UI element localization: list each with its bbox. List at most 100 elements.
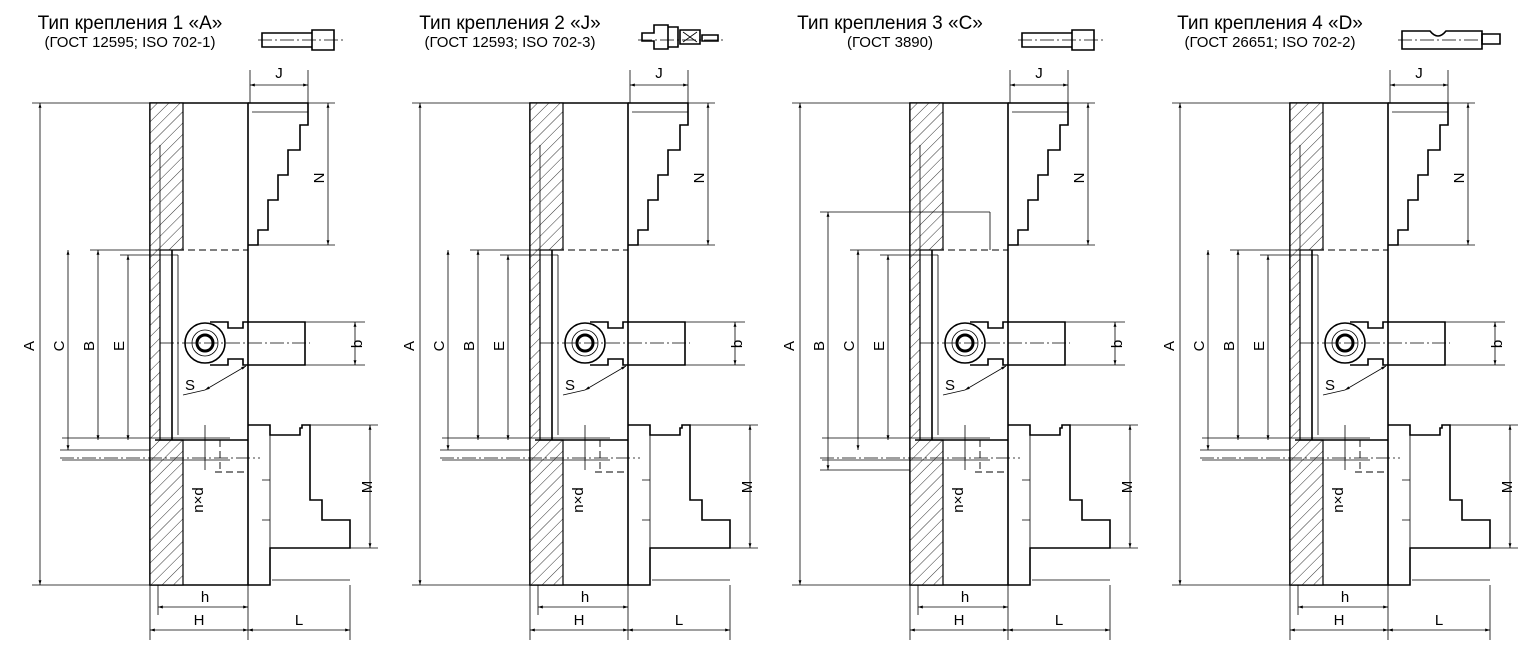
top-jaw	[628, 102, 689, 246]
label-H: H	[574, 612, 585, 629]
panel-standard: (ГОСТ 3890)	[847, 34, 933, 51]
line	[182, 389, 206, 396]
camlock-stud-icon	[1398, 30, 1501, 50]
bolt-icon	[258, 29, 345, 51]
dimension-S	[1344, 365, 1387, 391]
mounting-screw-hidden	[975, 439, 1008, 473]
line	[562, 389, 586, 396]
dimension-S	[204, 365, 247, 391]
label-b: b	[1109, 340, 1126, 348]
bolt-outline	[261, 29, 335, 51]
label-nxd: n×d	[1330, 487, 1347, 512]
bolt-icon	[1018, 29, 1105, 51]
label-B: B	[461, 341, 478, 351]
stud-outline	[641, 24, 719, 50]
label-H: H	[954, 612, 965, 629]
label-H: H	[1334, 612, 1345, 629]
label-B: C	[841, 340, 858, 351]
label-S: S	[565, 377, 575, 394]
chuck-panel-1: Тип крепления 1 «A»(ГОСТ 12595; ISO 702-…	[21, 13, 378, 640]
label-h: h	[1341, 589, 1349, 606]
label-b: b	[349, 340, 366, 348]
bottom-jaw	[1388, 424, 1491, 586]
label-S: S	[1325, 377, 1335, 394]
label-nxd: n×d	[950, 487, 967, 512]
panel-title: Тип крепления 3 «C»	[797, 13, 983, 34]
label-L: L	[295, 612, 303, 629]
label-C: B	[811, 341, 828, 351]
line	[942, 389, 966, 396]
jaw-steps	[1022, 435, 1031, 548]
label-nxd: n×d	[570, 487, 587, 512]
label-N: N	[311, 173, 328, 184]
label-M: M	[1119, 481, 1136, 494]
bottom-jaw	[1008, 424, 1111, 586]
label-b: b	[1489, 340, 1506, 348]
label-A: A	[781, 341, 798, 351]
label-M: M	[739, 481, 756, 494]
label-A: A	[401, 341, 418, 351]
mounting-screw-hidden	[1355, 439, 1388, 473]
label-E: E	[111, 341, 128, 351]
chuck-panel-3: Тип крепления 3 «C»(ГОСТ 3890) An×d J NbS M B…	[781, 13, 1138, 640]
dimension-S	[964, 365, 1007, 391]
panel-standard: (ГОСТ 12593; ISO 702-3)	[424, 34, 595, 51]
label-C: C	[51, 340, 68, 351]
label-E: E	[1251, 341, 1268, 351]
label-C: C	[1191, 340, 1208, 351]
label-L: L	[675, 612, 683, 629]
label-J: J	[1035, 65, 1043, 82]
label-E: E	[491, 341, 508, 351]
label-L: L	[1055, 612, 1063, 629]
label-A: A	[21, 341, 38, 351]
jaw-steps	[642, 435, 651, 548]
panel-title: Тип крепления 1 «A»	[38, 13, 223, 34]
top-jaw	[1008, 102, 1069, 246]
label-B: B	[1221, 341, 1238, 351]
guide-slot	[210, 321, 306, 366]
label-E: E	[871, 341, 888, 351]
dimension-S	[584, 365, 627, 391]
jaw-steps	[1402, 435, 1411, 548]
label-h: h	[581, 589, 589, 606]
jaw-steps	[262, 435, 271, 548]
top-jaw	[248, 102, 309, 246]
label-b: b	[729, 340, 746, 348]
label-h: h	[201, 589, 209, 606]
label-J: J	[1415, 65, 1423, 82]
panel-title: Тип крепления 2 «J»	[419, 13, 601, 34]
guide-slot	[1350, 321, 1446, 366]
label-nxd: n×d	[190, 487, 207, 512]
label-S: S	[185, 377, 195, 394]
guide-slot	[970, 321, 1066, 366]
label-B: B	[81, 341, 98, 351]
label-A: A	[1161, 341, 1178, 351]
mounting-screw-hidden	[215, 439, 248, 473]
label-N: N	[1071, 173, 1088, 184]
label-h: h	[961, 589, 969, 606]
mounting-screw-hidden	[595, 439, 628, 473]
label-M: M	[359, 481, 376, 494]
chuck-panel-2: Тип крепления 2 «J»(ГОСТ 12593; ISO 702-…	[401, 13, 758, 640]
label-N: N	[691, 173, 708, 184]
stud-pin	[1481, 33, 1501, 45]
label-C: C	[431, 340, 448, 351]
label-H: H	[194, 612, 205, 629]
panel-title: Тип крепления 4 «D»	[1177, 13, 1363, 34]
bolt-outline	[1021, 29, 1095, 51]
label-M: M	[1499, 481, 1516, 494]
label-S: S	[945, 377, 955, 394]
label-N: N	[1451, 173, 1468, 184]
panel-standard: (ГОСТ 26651; ISO 702-2)	[1184, 34, 1355, 51]
panel-standard: (ГОСТ 12595; ISO 702-1)	[44, 34, 215, 51]
stud-nut-icon	[638, 24, 725, 50]
label-J: J	[655, 65, 663, 82]
label-L: L	[1435, 612, 1443, 629]
bottom-jaw	[248, 424, 351, 586]
top-jaw	[1388, 102, 1449, 246]
guide-slot	[590, 321, 686, 366]
line	[1322, 389, 1346, 396]
bottom-jaw	[628, 424, 731, 586]
chuck-panel-4: Тип крепления 4 «D»(ГОСТ 26651; ISO 702-…	[1161, 13, 1518, 640]
